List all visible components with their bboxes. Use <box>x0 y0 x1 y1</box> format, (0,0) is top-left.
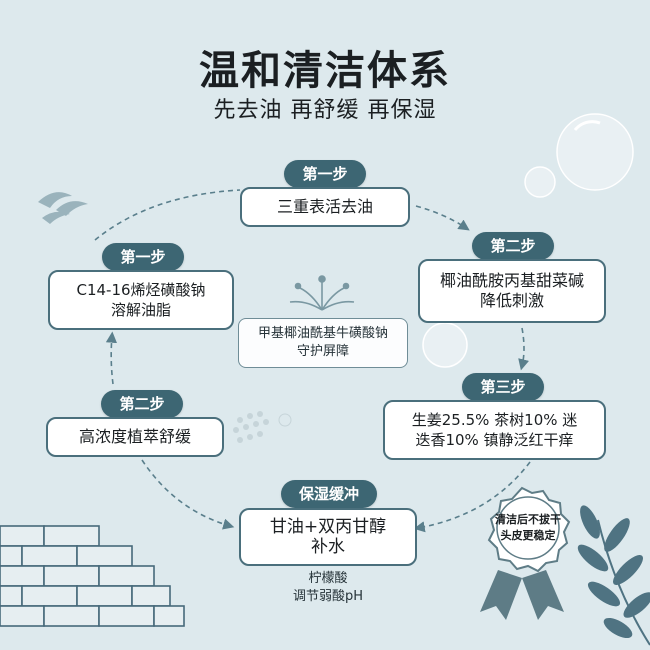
arrow-left-step1-to-top <box>94 189 241 241</box>
step-box-left-upper-line2: 溶解油脂 <box>110 301 171 319</box>
step-pill-right-lower: 第三步 <box>462 373 544 401</box>
step-pill-right-upper: 第二步 <box>472 232 554 260</box>
step-box-right-upper: 椰油酰胺丙基甜菜碱 降低刺激 <box>418 259 606 323</box>
badge-label-line2: 头皮更稳定 <box>500 529 556 542</box>
step-pill-left-lower: 第二步 <box>101 390 183 418</box>
step-pill-bottom: 保湿缓冲 <box>281 480 377 508</box>
step-box-bottom-line1: 甘油+双丙甘醇 <box>269 517 387 537</box>
ph-footnote-line1: 柠檬酸 <box>308 571 348 586</box>
step-box-bottom-line2: 补水 <box>311 537 345 557</box>
arrow-step1-to-step2 <box>415 205 470 231</box>
step-box-right-lower-line1: 生姜25.5% 茶树10% 迷 <box>411 411 578 429</box>
arrow-step3-to-moisture <box>413 461 531 533</box>
leaf-branch-icon <box>577 505 650 646</box>
step-pill-top: 第一步 <box>284 160 366 188</box>
step-box-right-lower: 生姜25.5% 茶树10% 迷 迭香10% 镇静泛红干痒 <box>383 400 606 460</box>
arrow-soothe-to-left-step1 <box>105 331 118 385</box>
sprout-icon <box>289 275 355 311</box>
step-pill-left-upper: 第一步 <box>102 243 184 271</box>
step-box-left-upper-line1: C14-16烯烃磺酸钠 <box>76 281 206 299</box>
ph-footnote: 柠檬酸 调节弱酸pH <box>268 570 388 606</box>
dot-pattern-icon <box>233 411 292 443</box>
page-title: 温和清洁体系 <box>199 48 451 94</box>
center-barrier-line2: 守护屏障 <box>296 344 349 359</box>
flow-arrows <box>94 189 531 533</box>
step-box-right-upper-line1: 椰油酰胺丙基甜菜碱 <box>439 271 584 290</box>
badge-label-line1: 清洁后不拔干 <box>495 513 561 526</box>
brick-wall-icon <box>0 525 185 627</box>
center-barrier-box: 甲基椰油酰基牛磺酸钠 守护屏障 <box>238 318 408 368</box>
center-barrier-line1: 甲基椰油酰基牛磺酸钠 <box>257 326 388 341</box>
arrow-soothe-to-moisture <box>141 459 235 530</box>
award-ribbon-icon <box>480 486 571 620</box>
badge-label: 清洁后不拔干 头皮更稳定 <box>486 512 570 544</box>
step-box-left-lower-text: 高浓度植萃舒缓 <box>78 427 191 446</box>
step-box-left-upper: C14-16烯烃磺酸钠 溶解油脂 <box>48 270 234 330</box>
bird-icon <box>38 192 88 224</box>
step-box-top: 三重表活去油 <box>240 187 410 227</box>
step-box-right-upper-line2: 降低刺激 <box>479 291 544 310</box>
step-box-bottom: 甘油+双丙甘醇 补水 <box>239 508 417 566</box>
arrow-step2-to-step3 <box>518 327 530 371</box>
ph-footnote-line2: 调节弱酸pH <box>292 589 364 604</box>
step-box-left-lower: 高浓度植萃舒缓 <box>46 417 224 457</box>
page-subtitle: 先去油 再舒缓 再保湿 <box>213 98 437 123</box>
step-box-right-lower-line2: 迭香10% 镇静泛红干痒 <box>415 431 574 449</box>
bubble-icon <box>422 113 634 368</box>
step-box-top-text: 三重表活去油 <box>276 197 373 216</box>
